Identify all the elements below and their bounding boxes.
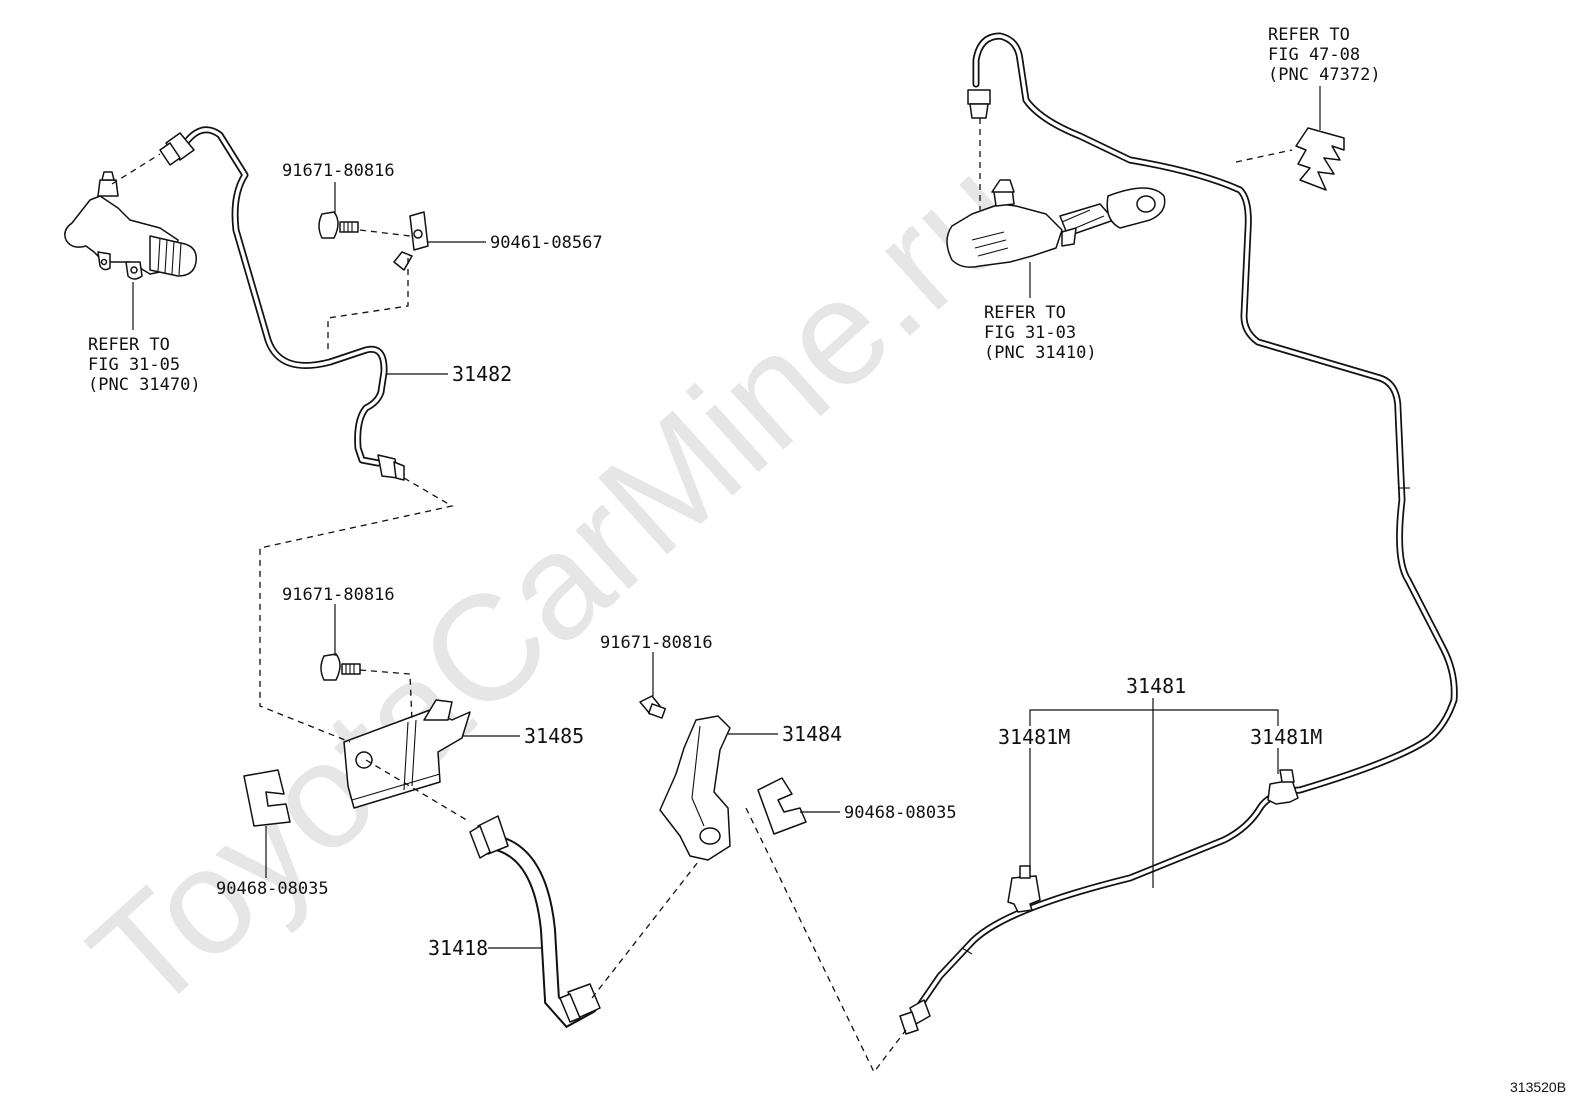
clip-top[interactable] (393, 211, 429, 271)
bolt-mid[interactable] (320, 653, 361, 681)
label-clip-left[interactable]: 90468-08035 (216, 879, 329, 899)
label-31485[interactable]: 31485 (524, 724, 584, 748)
svg-text:REFER TO: REFER TO (88, 335, 170, 355)
figure-code: 313520B (1510, 1079, 1566, 1095)
label-31481[interactable]: 31481 (1126, 674, 1186, 698)
clip-left[interactable] (243, 769, 291, 827)
pipe-31481[interactable] (899, 32, 1458, 1035)
master-cylinder[interactable] (946, 179, 1166, 268)
watermark: ToyotaCarMine.ru (59, 127, 1051, 1044)
refer-slave-label: REFER TO FIG 31-05 (PNC 31470) (88, 335, 201, 395)
slave-cylinder[interactable] (64, 171, 198, 330)
svg-text:REFER TO: REFER TO (1268, 25, 1350, 45)
refer-clamp-label: REFER TO FIG 47-08 (PNC 47372) (1268, 25, 1381, 85)
label-bolt-top[interactable]: 91671-80816 (282, 161, 395, 181)
bolt-right[interactable] (639, 695, 667, 719)
label-clip-right[interactable]: 90468-08035 (844, 803, 957, 823)
svg-text:FIG 47-08: FIG 47-08 (1268, 45, 1360, 65)
refer-master-label: REFER TO FIG 31-03 (PNC 31410) (984, 303, 1097, 363)
label-31484[interactable]: 31484 (782, 722, 842, 746)
svg-text:REFER TO: REFER TO (984, 303, 1066, 323)
bracket-31484[interactable] (659, 715, 731, 861)
label-bolt-right[interactable]: 91671-80816 (600, 633, 713, 653)
svg-text:(PNC 31470): (PNC 31470) (88, 375, 201, 395)
svg-text:(PNC 47372): (PNC 47372) (1268, 65, 1381, 85)
bracket-31485[interactable] (343, 699, 471, 809)
clamp-31481m-left[interactable] (1007, 865, 1041, 913)
clamp-31481m-right[interactable] (1267, 769, 1299, 805)
svg-text:(PNC 31410): (PNC 31410) (984, 343, 1097, 363)
hose-31418[interactable] (469, 815, 601, 1029)
label-31481m-left[interactable]: 31481M (998, 725, 1070, 749)
label-clip-top[interactable]: 90461-08567 (490, 233, 603, 253)
assembly-lines (111, 118, 1293, 1074)
clip-right[interactable] (757, 777, 807, 835)
svg-text:FIG 31-03: FIG 31-03 (984, 323, 1076, 343)
label-bolt-mid[interactable]: 91671-80816 (282, 585, 395, 605)
pipe-31482[interactable] (159, 126, 405, 481)
label-31482[interactable]: 31482 (452, 362, 512, 386)
leader-lines (265, 86, 1321, 949)
bolt-top[interactable] (318, 211, 359, 239)
clamp-47372[interactable] (1295, 127, 1345, 191)
svg-text:FIG 31-05: FIG 31-05 (88, 355, 180, 375)
label-31481m-right[interactable]: 31481M (1250, 725, 1322, 749)
label-31418[interactable]: 31418 (428, 936, 488, 960)
